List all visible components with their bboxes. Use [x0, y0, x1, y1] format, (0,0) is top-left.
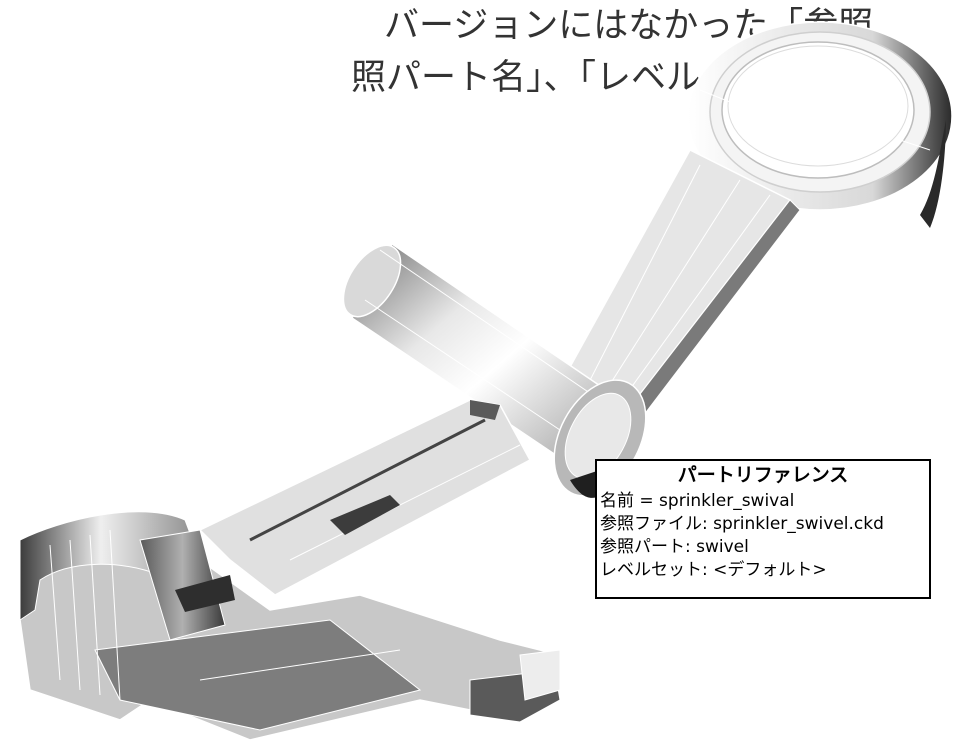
tooltip-row-name: 名前 = sprinkler_swival	[600, 491, 795, 511]
tooltip-title: パートリファレンス	[677, 464, 849, 486]
swivel-arm	[558, 149, 801, 421]
ring-rim	[687, 21, 953, 228]
tooltip-row-reference-file: 参照ファイル: sprinkler_swivel.ckd	[600, 514, 884, 534]
nozzle-body	[19, 510, 562, 741]
channel-bar	[198, 399, 532, 596]
part-reference-tooltip: パートリファレンス 名前 = sprinkler_swival 参照ファイル: …	[595, 459, 931, 599]
tooltip-row-reference-part: 参照パート: swivel	[600, 537, 749, 557]
tooltip-row-level-set: レベルセット: <デフォルト>	[600, 560, 827, 580]
cylinder-tube	[342, 242, 613, 472]
